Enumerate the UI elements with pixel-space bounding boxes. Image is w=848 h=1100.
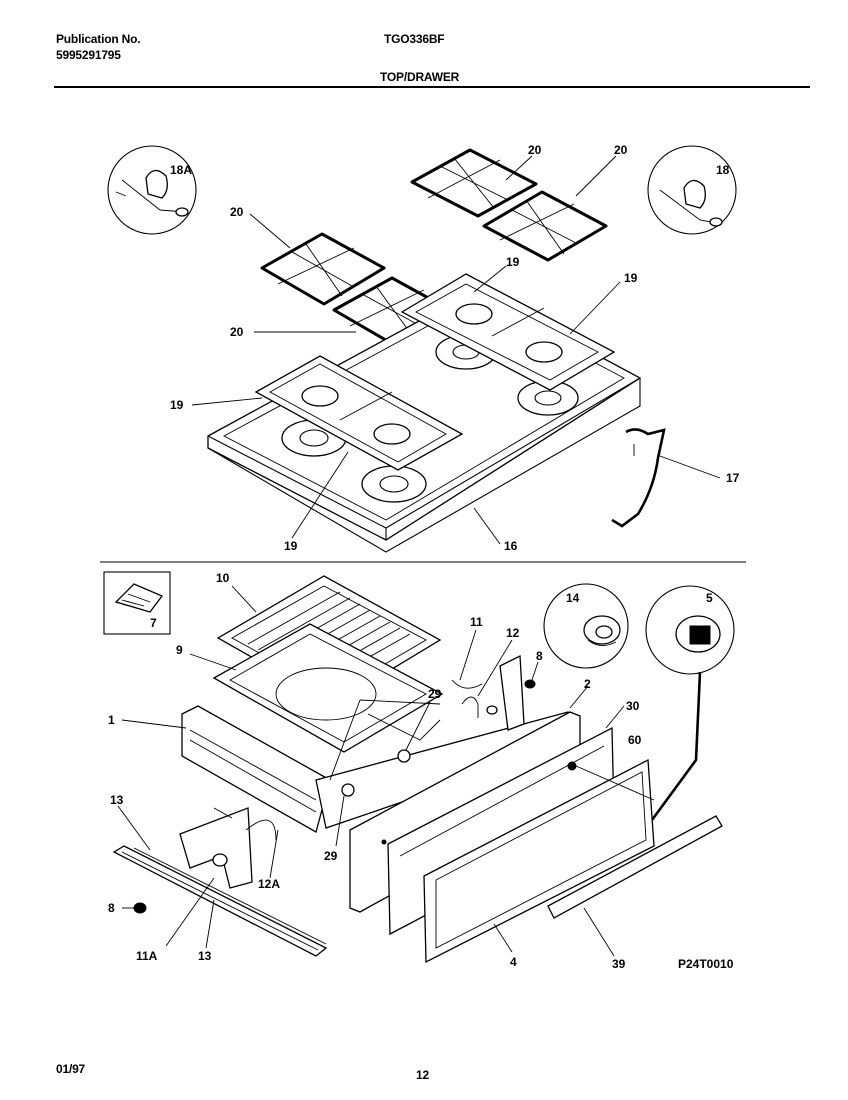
callout-13-bottom: 13 [198, 949, 212, 963]
callout-20-top-right: 20 [614, 143, 628, 157]
model-number: TGO336BF [384, 32, 445, 46]
footer-date: 01/97 [56, 1062, 86, 1076]
callout-14: 14 [566, 591, 580, 605]
detail-circle-5 [645, 585, 735, 675]
publication-number: 5995291795 [56, 48, 121, 62]
bracket-11-12 [451, 654, 536, 731]
callout-1: 1 [108, 713, 115, 727]
header-rule [54, 86, 810, 88]
drawer-handle-39 [547, 815, 723, 919]
callout-13-top: 13 [110, 793, 124, 807]
side-rail-13 [112, 807, 328, 957]
callout-19-top: 19 [506, 255, 520, 269]
drawer-front-4 [423, 758, 655, 964]
callout-17: 17 [726, 471, 740, 485]
callout-8-bottom: 8 [108, 901, 115, 915]
burner-frame-right [400, 273, 616, 391]
callout-18a: 18A [170, 163, 192, 177]
callout-9: 9 [176, 643, 183, 657]
grate-top-right-right [482, 190, 608, 262]
page-number: 12 [416, 1068, 429, 1082]
grate-left-upper [260, 232, 386, 306]
callout-16: 16 [504, 539, 518, 553]
callout-11a: 11A [136, 949, 158, 963]
callout-29-left: 29 [324, 849, 338, 863]
callout-19-bottom: 19 [284, 539, 298, 553]
callout-60: 60 [628, 733, 642, 747]
callout-5: 5 [706, 591, 713, 605]
callout-20-top-left: 20 [528, 143, 542, 157]
diagram-code: P24T0010 [678, 957, 734, 971]
publication-label: Publication No. [56, 32, 141, 46]
callout-4: 4 [510, 955, 517, 969]
callout-20-left-upper: 20 [230, 205, 244, 219]
leaders-top [191, 155, 721, 545]
detail-circle-18 [647, 145, 737, 235]
callout-12a: 12A [258, 877, 280, 891]
callout-11: 11 [470, 615, 483, 629]
wire-rod-17 [611, 428, 666, 528]
broiler-pan-9 [212, 623, 444, 753]
section-title: TOP/DRAWER [380, 70, 460, 84]
callout-30: 30 [626, 699, 640, 713]
burner-frame-left [254, 355, 464, 471]
callout-29-right: 29 [428, 687, 442, 701]
callout-2: 2 [584, 677, 591, 691]
detail-circle-14 [543, 583, 629, 669]
callout-19-left: 19 [170, 398, 184, 412]
detail-circle-18a [107, 145, 197, 235]
leader-5-handle [650, 671, 702, 821]
callout-12: 12 [506, 626, 520, 640]
callout-19-right: 19 [624, 271, 638, 285]
drawer-body-1 [181, 699, 579, 833]
callout-7: 7 [150, 616, 157, 630]
grate-top-right-left [410, 148, 538, 218]
detail-box-7 [103, 571, 171, 635]
screw-60 [567, 761, 655, 801]
callout-8-top: 8 [536, 649, 543, 663]
callout-20-left-lower: 20 [230, 325, 244, 339]
leaders-bottom [117, 585, 625, 957]
callout-18: 18 [716, 163, 730, 177]
callout-10: 10 [216, 571, 230, 585]
callout-39: 39 [612, 957, 626, 971]
